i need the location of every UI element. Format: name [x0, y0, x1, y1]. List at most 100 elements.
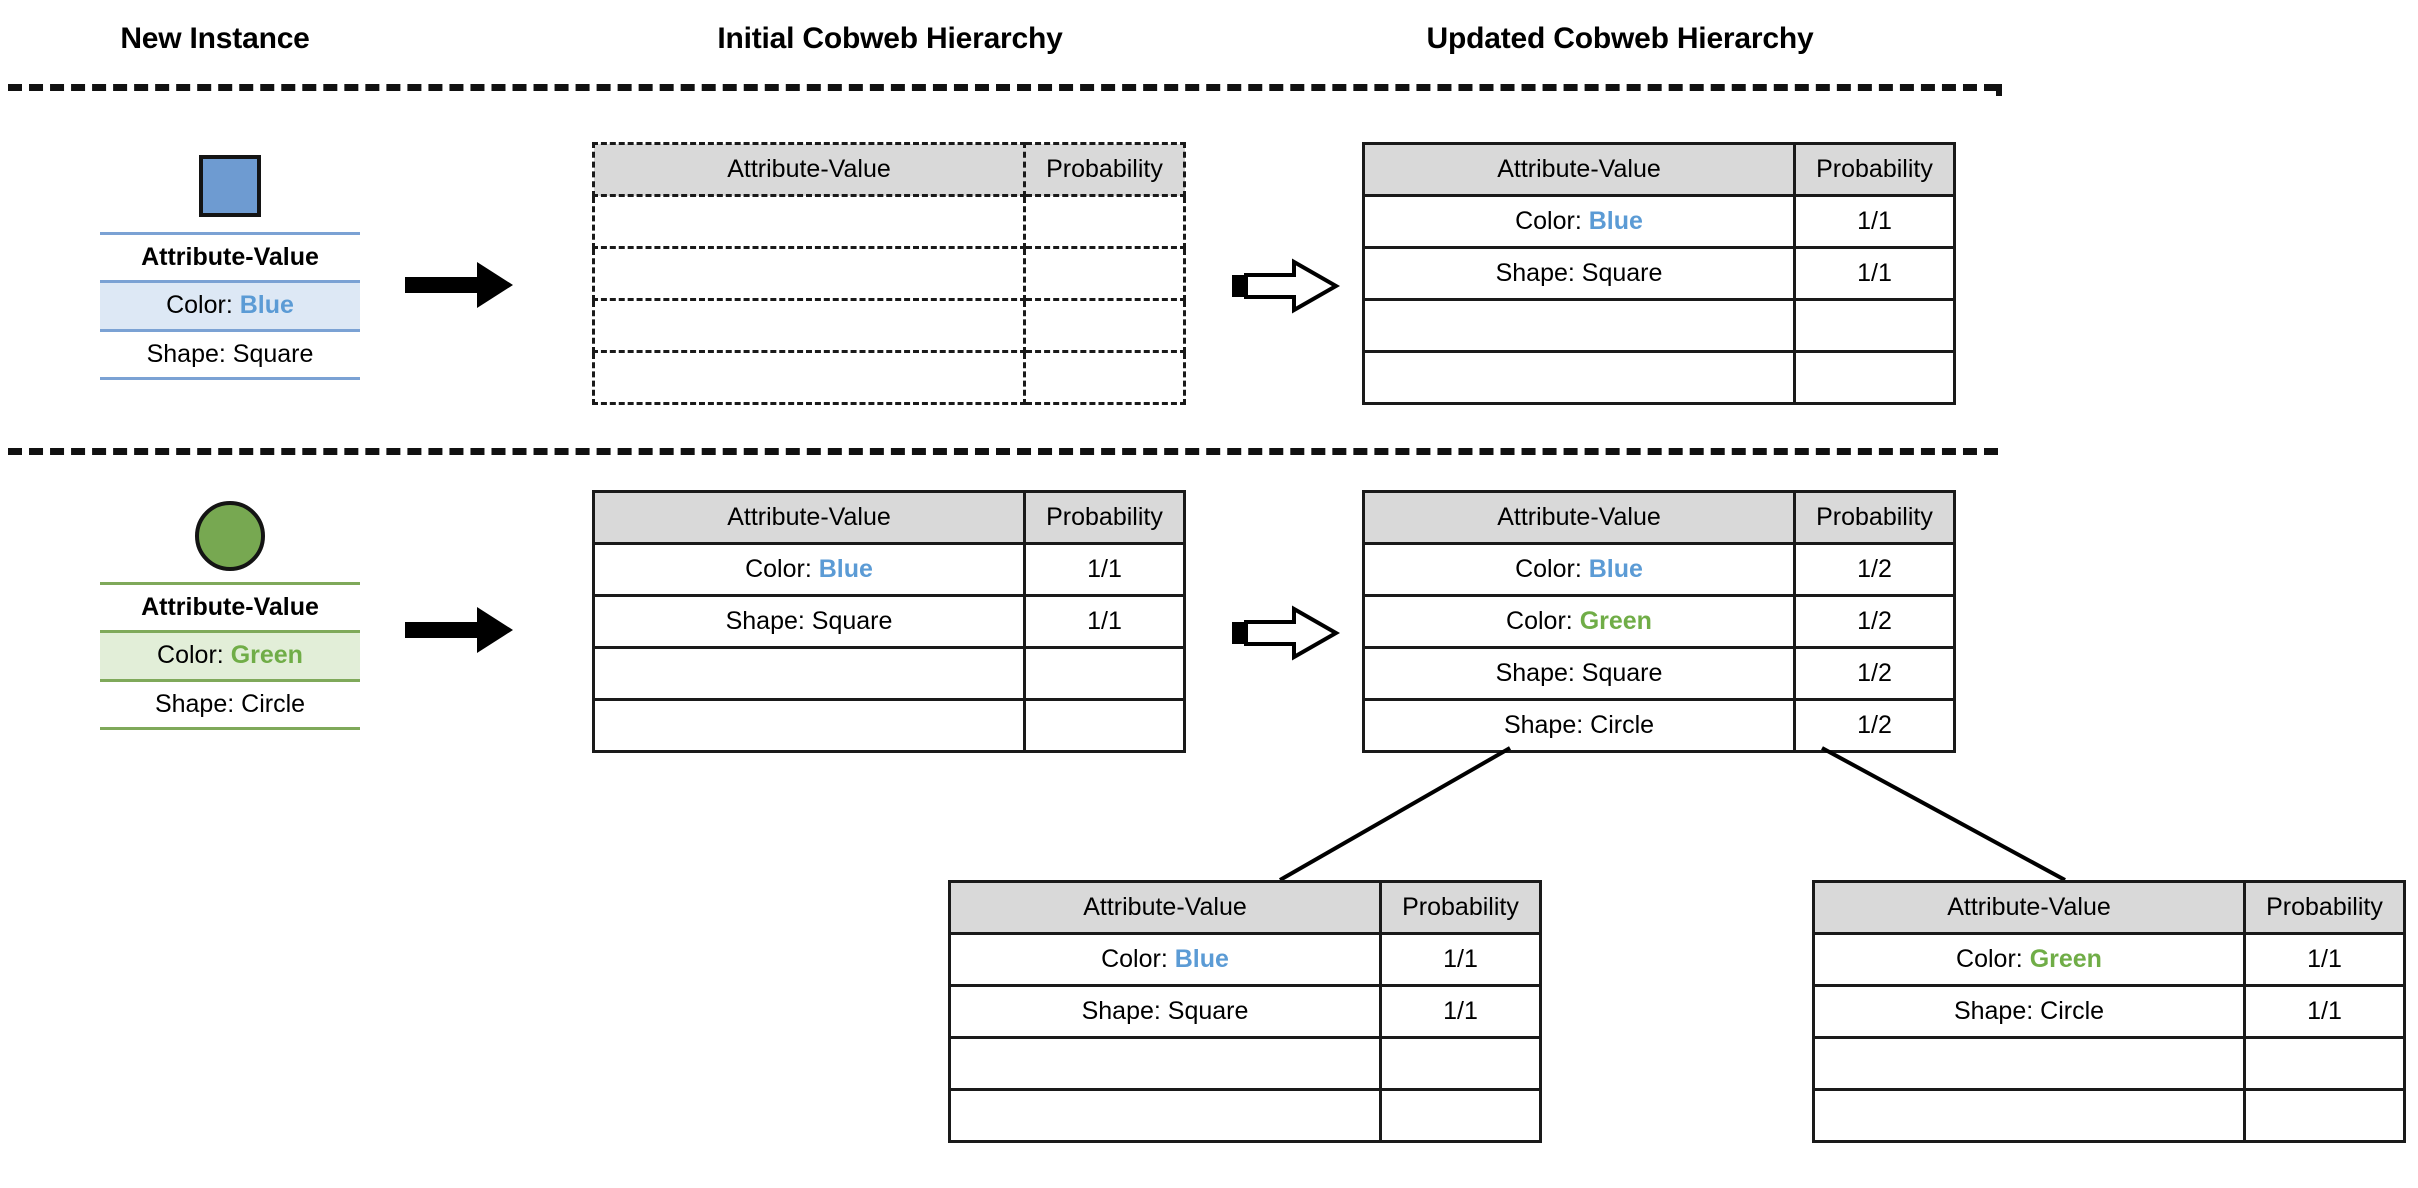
node-header-probability: Probability [1023, 490, 1186, 545]
table-row [592, 298, 1186, 353]
node-cell-probability [1379, 1036, 1542, 1091]
node-cell-attribute [592, 646, 1026, 701]
node-attr-label: Color: [1956, 945, 2030, 973]
node-cell-probability [1023, 246, 1186, 301]
node-table-row1-initial: Attribute-Value Probability [592, 142, 1186, 405]
node-header-attribute-value: Attribute-Value [592, 490, 1026, 545]
table-row: Color: Green 1/1 [1812, 932, 2406, 987]
node-cell-probability: 1/1 [1379, 984, 1542, 1039]
node-cell-probability: 1/1 [2243, 984, 2406, 1039]
instance-row-shape-2: Shape: Circle [100, 680, 360, 729]
table-row [592, 350, 1186, 405]
instance-card-2: Attribute-Value Color: Green Shape: Circ… [100, 490, 360, 730]
node-cell-probability: 1/1 [1023, 594, 1186, 649]
node-cell-probability: 1/1 [1379, 932, 1542, 987]
table-row: Color: Blue 1/2 [1362, 542, 1956, 597]
node-attr-label: Color: [745, 555, 819, 583]
node-cell-attribute [592, 698, 1026, 753]
table-row: Color: Green 1/2 [1362, 594, 1956, 649]
table-row: Shape: Circle 1/1 [1812, 984, 2406, 1039]
node-attr-label: Color: [1515, 555, 1589, 583]
node-cell-attribute [948, 1088, 1382, 1143]
node-attr-label: Color: [1515, 207, 1589, 235]
node-cell-attribute [1812, 1036, 2246, 1091]
node-header-row: Attribute-Value Probability [592, 142, 1186, 197]
node-cell-probability: 1/1 [1793, 246, 1956, 301]
table-row: Color: Blue 1/1 [592, 542, 1186, 597]
table-row [1362, 350, 1956, 405]
node-cell-attribute: Color: Green [1812, 932, 2246, 987]
node-attr-label: Color: [1506, 607, 1580, 635]
node-cell-attribute [948, 1036, 1382, 1091]
node-cell-attribute: Shape: Square [1362, 646, 1796, 701]
table-row [1362, 298, 1956, 353]
node-header-probability: Probability [1379, 880, 1542, 935]
node-cell-probability [1023, 698, 1186, 753]
instance-shape-2-wrap [100, 490, 360, 582]
node-cell-attribute: Color: Blue [1362, 194, 1796, 249]
node-header-row: Attribute-Value Probability [1362, 142, 1956, 197]
node-table-child-right: Attribute-Value Probability Color: Green… [1812, 880, 2406, 1143]
node-table-child-left: Attribute-Value Probability Color: Blue … [948, 880, 1542, 1143]
table-row: Color: Blue 1/1 [948, 932, 1542, 987]
node-cell-probability [1023, 350, 1186, 405]
green-circle-icon [195, 501, 265, 571]
node-header-probability: Probability [1023, 142, 1186, 197]
instance-header-row-2: Attribute-Value [100, 583, 360, 632]
table-row [948, 1088, 1542, 1143]
node-header-attribute-value: Attribute-Value [592, 142, 1026, 197]
header-initial-hierarchy: Initial Cobweb Hierarchy [717, 22, 1063, 55]
instance-attribute-table-1: Attribute-Value Color: Blue Shape: Squar… [100, 232, 360, 380]
instance-header-label-1: Attribute-Value [141, 243, 319, 271]
node-cell-probability [1379, 1088, 1542, 1143]
table-row [592, 246, 1186, 301]
node-header-attribute-value: Attribute-Value [1362, 142, 1796, 197]
node-cell-probability: 1/2 [1793, 542, 1956, 597]
node-cell-probability [1023, 194, 1186, 249]
node-header-probability: Probability [2243, 880, 2406, 935]
node-table-row2-initial: Attribute-Value Probability Color: Blue … [592, 490, 1186, 753]
instance-header-row-1: Attribute-Value [100, 233, 360, 282]
separator-middle [8, 448, 1998, 455]
node-cell-attribute [592, 350, 1026, 405]
table-row [592, 698, 1186, 753]
instance-row-color-2: Color: Green [100, 631, 360, 680]
node-cell-attribute [592, 298, 1026, 353]
node-cell-attribute: Shape: Square [1362, 246, 1796, 301]
node-header-row: Attribute-Value Probability [1362, 490, 1956, 545]
table-row: Color: Blue 1/1 [1362, 194, 1956, 249]
table-row [1812, 1036, 2406, 1091]
node-header-row: Attribute-Value Probability [948, 880, 1542, 935]
node-cell-probability: 1/1 [1023, 542, 1186, 597]
node-cell-probability: 1/1 [1793, 194, 1956, 249]
connector-left [1279, 746, 1511, 882]
instance-cell-color-2: Color: Green [100, 632, 360, 680]
table-row [948, 1036, 1542, 1091]
node-header-attribute-value: Attribute-Value [948, 880, 1382, 935]
node-cell-attribute: Color: Blue [1362, 542, 1796, 597]
node-cell-probability [1023, 646, 1186, 701]
instance-shape-1-wrap [100, 140, 360, 232]
solid-right-arrow-icon-2 [405, 607, 513, 653]
instance-cell-shape-1: Shape: Square [146, 339, 314, 368]
separator-vertical-right [1996, 84, 2002, 96]
table-row: Shape: Square 1/1 [948, 984, 1542, 1039]
instance-attribute-table-2: Attribute-Value Color: Green Shape: Circ… [100, 582, 360, 730]
node-attr-value: Blue [1588, 555, 1643, 583]
table-row: Shape: Square 1/1 [592, 594, 1186, 649]
table-row [592, 646, 1186, 701]
node-attr-value: Blue [1588, 207, 1643, 235]
node-cell-probability: 1/2 [1793, 594, 1956, 649]
node-cell-probability [2243, 1088, 2406, 1143]
header-new-instance: New Instance [120, 22, 310, 55]
instance-card-1: Attribute-Value Color: Blue Shape: Squar… [100, 140, 360, 380]
instance-cell-color-1: Color: Blue [100, 282, 360, 330]
node-cell-probability [2243, 1036, 2406, 1091]
blue-square-icon [199, 155, 261, 217]
node-cell-probability: 1/2 [1793, 698, 1956, 753]
node-header-attribute-value: Attribute-Value [1812, 880, 2246, 935]
instance-row-shape-1: Shape: Square [100, 330, 360, 379]
node-header-probability: Probability [1793, 490, 1956, 545]
node-table-row2-updated: Attribute-Value Probability Color: Blue … [1362, 490, 1956, 753]
hollow-right-arrow-icon-2 [1232, 605, 1340, 661]
